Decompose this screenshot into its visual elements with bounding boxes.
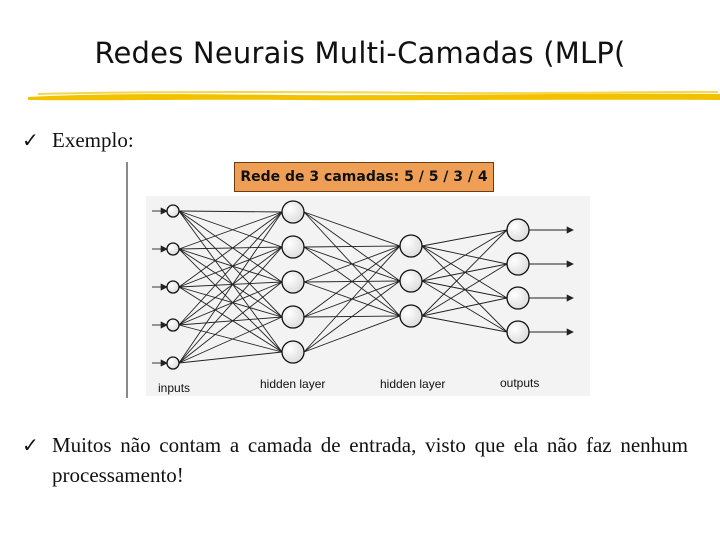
output-neuron <box>506 252 530 276</box>
title-underline <box>28 90 720 101</box>
connection-line <box>178 286 283 318</box>
connection-line <box>421 297 508 317</box>
hidden-neuron <box>281 340 305 364</box>
bullet-text: Exemplo: <box>52 128 134 152</box>
connection-line <box>178 211 283 364</box>
connection-line <box>178 211 283 250</box>
hidden-neuron <box>399 269 423 293</box>
connection-line <box>178 248 283 353</box>
layer-label-hidden-1: hidden layer <box>260 377 326 391</box>
connection-line <box>178 316 283 364</box>
input-neuron <box>166 204 180 218</box>
connection-line <box>178 210 283 248</box>
layer-label-outputs: outputs <box>500 376 540 390</box>
connection-line <box>178 210 283 318</box>
slide-title: Redes Neurais Multi-Camadas (MLP( <box>94 36 626 70</box>
output-neuron <box>506 320 530 344</box>
hidden-neuron <box>281 305 305 329</box>
figure-divider <box>126 162 128 398</box>
hidden-neuron <box>281 200 305 224</box>
figure-caption: Rede de 3 camadas: 5 / 5 / 3 / 4 <box>234 162 494 192</box>
connection-line <box>178 281 283 288</box>
connection-line <box>178 246 283 364</box>
connection-line <box>178 210 283 353</box>
connection-line <box>178 211 283 326</box>
layer-label-inputs: inputs <box>158 381 191 395</box>
input-neuron <box>166 356 180 370</box>
output-neuron <box>506 218 530 242</box>
connection-line <box>421 280 508 333</box>
connection-line <box>421 229 508 247</box>
hidden-neuron <box>281 235 305 259</box>
checkmark-icon: ✓ <box>22 128 39 152</box>
connection-line <box>178 246 283 250</box>
input-neuron <box>166 280 180 294</box>
connection-line <box>178 248 283 283</box>
connection-line <box>178 210 283 283</box>
connection-line <box>178 351 283 364</box>
connection-line <box>421 245 508 333</box>
hidden-neuron <box>399 304 423 328</box>
connection-line <box>421 263 508 317</box>
connection-line <box>178 246 283 288</box>
connection-line <box>178 286 283 353</box>
connection-line <box>178 324 283 353</box>
connection-line <box>178 211 283 288</box>
output-neuron <box>506 286 530 310</box>
connection-line <box>421 229 508 317</box>
neural-network-diagram <box>146 196 590 396</box>
layer-label-hidden-2: hidden layer <box>380 377 446 391</box>
hidden-neuron <box>399 234 423 258</box>
connection-line <box>303 245 401 248</box>
hidden-neuron <box>281 270 305 294</box>
connection-line <box>303 245 401 353</box>
input-neuron <box>166 318 180 332</box>
bullet-text: Muitos não contam a camada de entrada, v… <box>52 433 688 487</box>
connection-line <box>303 245 401 283</box>
connection-line <box>303 245 401 318</box>
connection-line <box>178 281 283 364</box>
connection-line <box>303 315 401 353</box>
checkmark-icon: ✓ <box>22 433 39 457</box>
connection-line <box>303 211 401 247</box>
connection-line <box>178 248 283 318</box>
connection-line <box>178 210 283 213</box>
connection-line <box>421 245 508 299</box>
connection-line <box>178 316 283 326</box>
connection-line <box>178 246 283 326</box>
connection-line <box>421 315 508 333</box>
connection-line <box>303 280 401 353</box>
connection-line <box>421 229 508 282</box>
input-neuron <box>166 242 180 256</box>
connection-line <box>178 281 283 326</box>
